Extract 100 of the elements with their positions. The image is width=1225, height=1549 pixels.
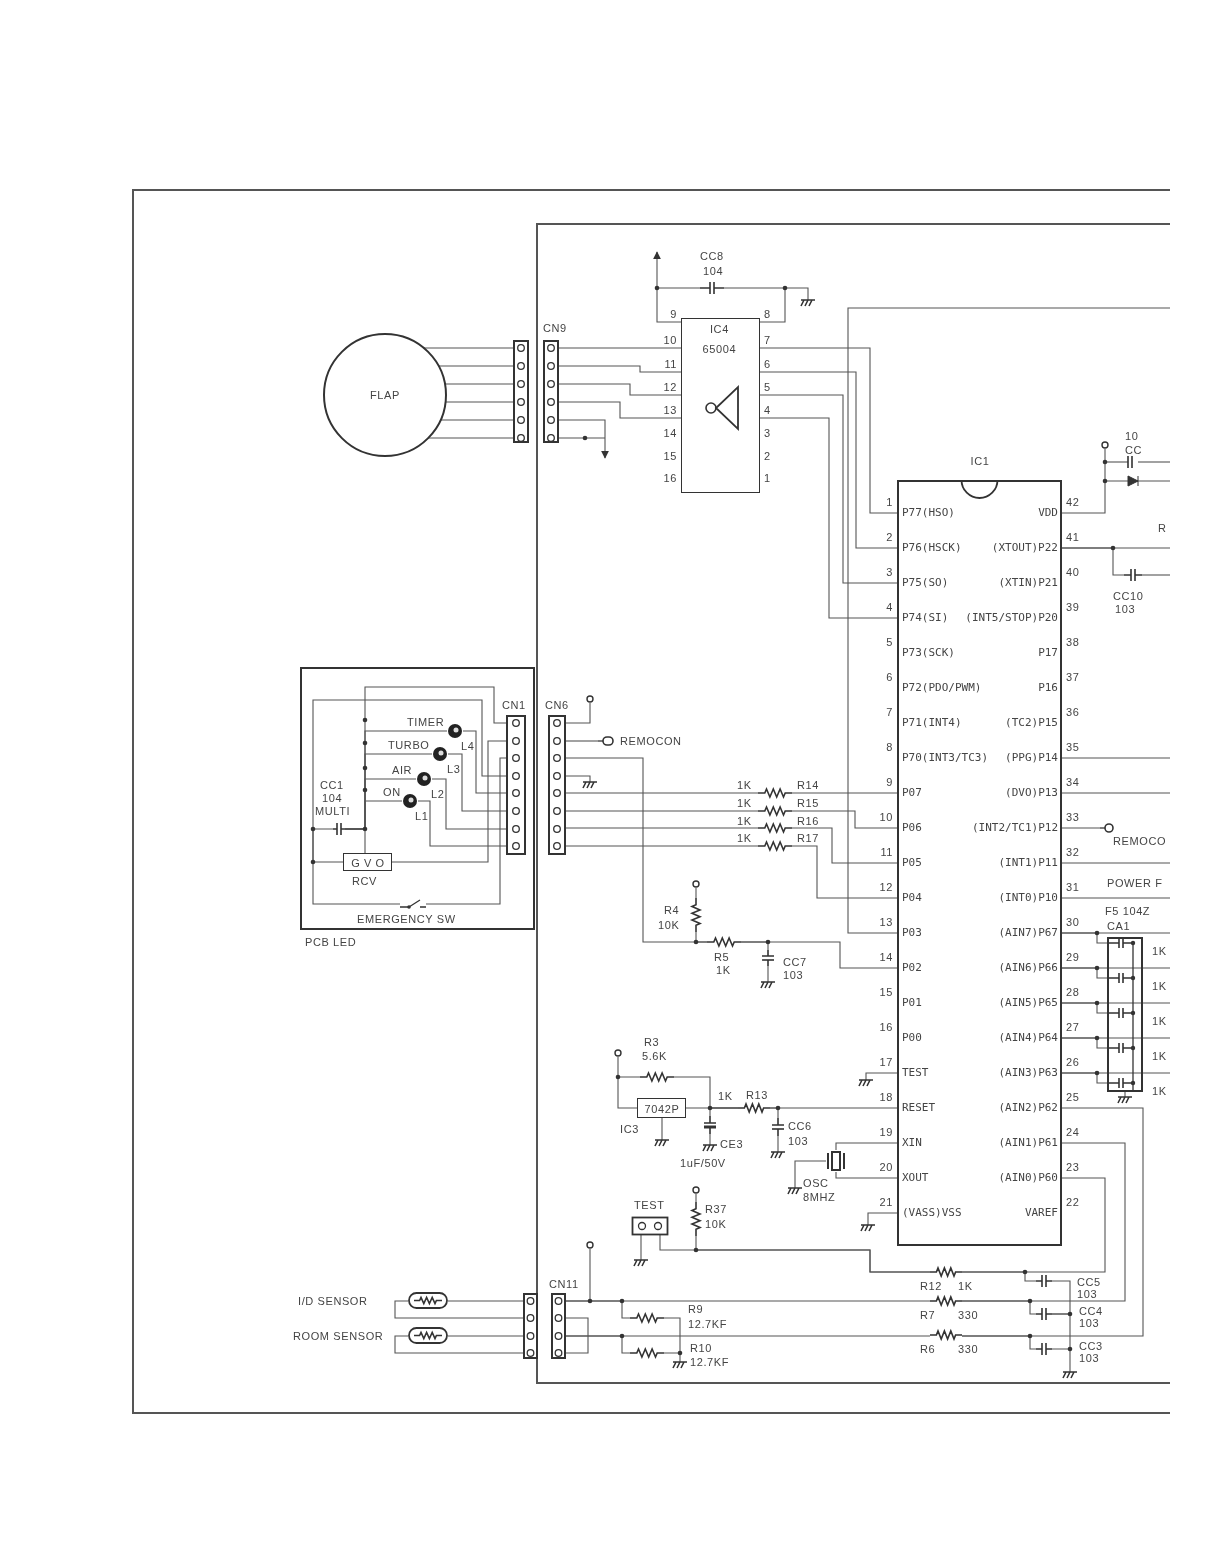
component-label: 10K: [705, 1218, 727, 1230]
pin-number: 9: [670, 308, 677, 320]
thermistor-symbol: [408, 1327, 448, 1344]
pin-number: 2: [886, 531, 893, 543]
pin-number: 5: [764, 381, 771, 393]
switch-symbol: [400, 899, 426, 909]
pin-number: 5: [886, 636, 893, 648]
pin-name: P05: [902, 857, 922, 869]
component-label: 8MHZ: [803, 1191, 836, 1203]
component-label: 1K: [716, 964, 731, 976]
wire: [565, 792, 759, 794]
component-label: OSC: [803, 1177, 829, 1189]
pin-name: VAREF: [1024, 1207, 1058, 1219]
component-label: TIMER: [407, 716, 445, 728]
wire: [740, 941, 898, 969]
pin-number: 27: [1066, 1021, 1080, 1033]
component-label: L1: [415, 810, 429, 822]
pin-number: 14: [879, 951, 893, 963]
pin-number: 22: [1066, 1196, 1080, 1208]
component-label: 5.6K: [642, 1050, 668, 1062]
component-label: ON: [383, 786, 401, 798]
wire: [695, 1235, 931, 1273]
pin-number: 3: [886, 566, 893, 578]
component-label: 330: [958, 1309, 979, 1321]
capacitor-symbol: [771, 1118, 785, 1136]
pin-number: 11: [664, 358, 677, 370]
capacitor-symbol: [333, 821, 345, 837]
wire: [791, 845, 898, 899]
component-label: 1K: [737, 815, 752, 827]
pin-name: (XTOUT)P22: [991, 542, 1058, 554]
component-label: 1K: [958, 1280, 973, 1292]
pin-name: (AIN7)P67: [998, 927, 1058, 939]
pin-name: (AIN1)P61: [998, 1137, 1058, 1149]
component-label: 12.7KF: [690, 1356, 730, 1368]
pin-number: 11: [880, 846, 893, 858]
pin-name: (TC2)P15: [1005, 717, 1058, 729]
component-label: 12.7KF: [688, 1318, 728, 1330]
component-label: CA1: [1107, 920, 1131, 932]
wire: [1061, 547, 1171, 549]
component-label: CN9: [543, 322, 567, 334]
component-label: I/D SENSOR: [298, 1295, 368, 1307]
pin-name: P01: [902, 997, 922, 1009]
component-label: 1K: [1152, 980, 1167, 992]
wire: [344, 800, 403, 830]
wire: [769, 1107, 898, 1109]
pin-name: P04: [902, 892, 922, 904]
pin-number: 39: [1066, 601, 1080, 613]
pin-name: (AIN2)P62: [998, 1102, 1058, 1114]
wire: [1061, 932, 1171, 934]
resistor-symbol: [758, 841, 792, 851]
pin-number: 19: [879, 1126, 893, 1138]
component-label: 10: [1125, 430, 1139, 442]
capacitor-symbol: [1036, 1342, 1052, 1356]
ic-chip: [681, 318, 760, 493]
resistor-symbol: [691, 1202, 701, 1236]
resistor-symbol: [930, 1330, 962, 1340]
resistor-symbol: [758, 806, 792, 816]
wire: [423, 347, 514, 349]
wire: [759, 417, 898, 619]
pin-number: 34: [1066, 776, 1080, 788]
pin-name: XIN: [902, 1137, 922, 1149]
wire: [1061, 967, 1171, 969]
component-label: REMOCO: [1113, 835, 1167, 847]
component-label: R3: [644, 1036, 660, 1048]
component-label: R10: [690, 1342, 712, 1354]
pin-number: 37: [1066, 671, 1080, 683]
led-symbol: [432, 746, 448, 762]
wire: [1061, 862, 1171, 864]
pin-number: 7: [886, 706, 893, 718]
pin-number: 30: [1066, 916, 1080, 928]
wire: [565, 1335, 631, 1354]
component-label: 1K: [1152, 1085, 1167, 1097]
wire: [791, 792, 898, 794]
pin-number: 25: [1066, 1091, 1080, 1103]
pin-name: P74(SI): [902, 612, 949, 624]
wire: [791, 827, 898, 864]
wire: [447, 753, 507, 812]
wire: [417, 800, 507, 847]
component-label: CC: [1125, 444, 1143, 456]
component-label: 1K: [1152, 945, 1167, 957]
pin-number: 16: [879, 1021, 893, 1033]
led-symbol: [447, 723, 463, 739]
pin-number: 1: [764, 472, 771, 484]
wire: [791, 810, 898, 829]
wire: [1061, 1072, 1171, 1074]
wire: [558, 365, 682, 373]
terminal-symbol: [1100, 823, 1114, 833]
component-label: R16: [797, 815, 819, 827]
wire: [723, 287, 786, 323]
component-label: FLAP: [370, 389, 400, 401]
component-label: TEST: [634, 1199, 665, 1211]
wire: [656, 287, 701, 323]
pin-number: 20: [879, 1161, 893, 1173]
resistor-symbol: [707, 937, 741, 947]
resistor-symbol: [930, 1296, 962, 1306]
component-label: EMERGENCY SW: [357, 913, 456, 925]
wire: [447, 1335, 524, 1337]
component-label: 103: [1079, 1352, 1100, 1364]
component-label: R9: [688, 1303, 704, 1315]
component-label: MULTI: [315, 805, 351, 817]
